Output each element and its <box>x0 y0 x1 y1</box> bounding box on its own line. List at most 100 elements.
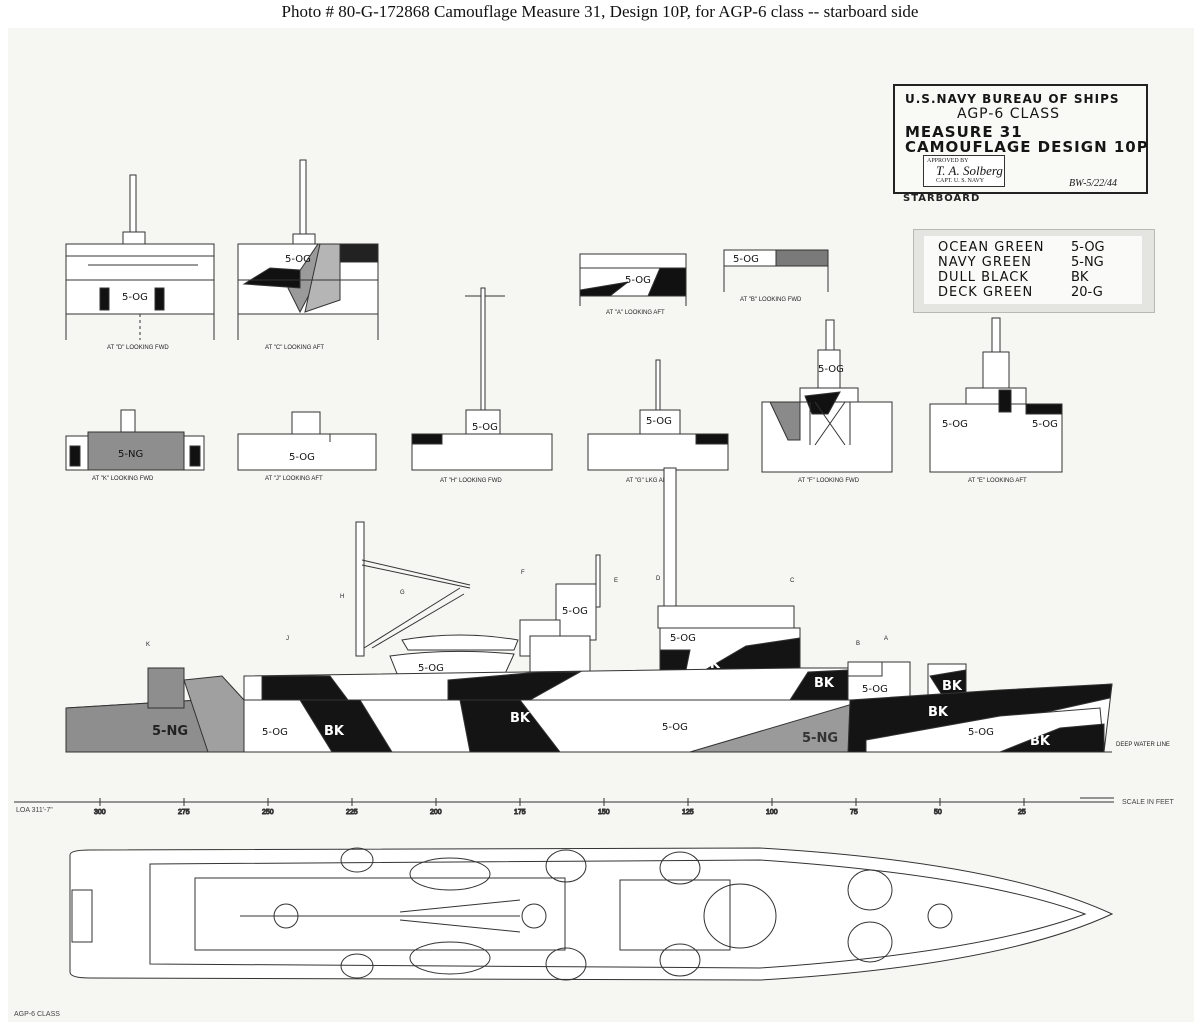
title-block: U.S.NAVY BUREAU OF SHIPS AGP-6 CLASS MEA… <box>893 84 1148 194</box>
section-f-code: 5-OG <box>818 364 844 375</box>
profile-code-ng-aft: 5-NG <box>152 724 188 739</box>
station-f: F <box>521 570 525 576</box>
section-c-label: AT "C" LOOKING AFT <box>265 345 324 351</box>
scale-tick-label: 275 <box>178 809 190 816</box>
section-d-code: 5-OG <box>122 292 148 303</box>
station-a: A <box>884 636 888 642</box>
color-legend: OCEAN GREEN 5-OG NAVY GREEN 5-NG DULL BL… <box>913 229 1155 313</box>
scale-tick-label: 300 <box>94 809 106 816</box>
station-b: B <box>856 641 860 647</box>
scale-tick-label: 150 <box>598 809 610 816</box>
legend-code-0: 5-OG <box>1071 240 1105 255</box>
section-c-drawing <box>237 159 379 340</box>
section-c-code: 5-OG <box>285 254 311 265</box>
scale-tick-label: 225 <box>346 809 358 816</box>
scale-loa: LOA 311'-7" <box>16 807 53 814</box>
scale-tick-label: 100 <box>766 809 778 816</box>
station-g: G <box>400 590 405 596</box>
section-a-code: 5-OG <box>625 275 651 286</box>
section-g-label: AT "G" LKG AFT <box>626 478 670 484</box>
legend-name-2: DULL BLACK <box>938 270 1029 285</box>
profile-code-bk-4: BK <box>928 705 949 720</box>
section-h-code: 5-OG <box>472 422 498 433</box>
section-h-label: AT "H" LOOKING FWD <box>440 478 502 484</box>
section-j-label: AT "J" LOOKING AFT <box>265 476 323 482</box>
title-block-line-2: AGP-6 CLASS <box>957 106 1060 122</box>
profile-code-og-1: 5-OG <box>262 727 288 738</box>
scale-tick-label: 75 <box>850 809 858 816</box>
scale-tick-label: 25 <box>1018 809 1026 816</box>
section-f-drawing <box>761 319 893 473</box>
scale-bar <box>14 797 1114 803</box>
profile-code-ng-fwd: 5-NG <box>802 731 838 746</box>
profile-code-bk-bridge: BK <box>700 657 721 672</box>
section-f-label: AT "F" LOOKING FWD <box>798 478 860 484</box>
profile-code-og-boat: 5-OG <box>418 663 444 674</box>
section-b-label: AT "B" LOOKING FWD <box>740 297 802 303</box>
section-h-drawing <box>411 287 553 471</box>
profile-code-bk-3: BK <box>814 676 835 691</box>
legend-code-3: 20-G <box>1071 285 1103 300</box>
profile-code-og-bow: 5-OG <box>968 727 994 738</box>
station-h: H <box>340 594 344 600</box>
section-e-code-right: 5-OG <box>1032 419 1058 430</box>
title-block-line-3: MEASURE 31 <box>905 123 1023 141</box>
section-k-drawing <box>65 409 205 471</box>
profile-code-og-stack: 5-OG <box>562 606 588 617</box>
section-b-drawing <box>723 249 829 292</box>
section-k-code: 5-NG <box>118 449 143 460</box>
legend-code-1: 5-NG <box>1071 255 1104 270</box>
station-c: C <box>790 578 795 584</box>
title-block-date: BW-5/22/44 <box>1069 178 1117 189</box>
section-d-drawing <box>65 174 215 340</box>
station-j: J <box>286 636 289 642</box>
waterline-label: DEEP WATER LINE <box>1116 742 1170 748</box>
section-g-drawing <box>587 359 729 471</box>
title-block-line-4: CAMOUFLAGE DESIGN 10P <box>905 138 1149 156</box>
profile-code-og-gun: 5-OG <box>862 684 888 695</box>
scale-tick-label: 250 <box>262 809 274 816</box>
view-label: STARBOARD <box>903 193 981 204</box>
legend-code-2: BK <box>1071 270 1089 285</box>
stamp-rank: CAPT. U. S. NAVY <box>936 178 985 184</box>
sheet-tag: AGP-6 CLASS <box>14 1011 60 1018</box>
section-e-label: AT "E" LOOKING AFT <box>968 478 1027 484</box>
section-g-code: 5-OG <box>646 416 672 427</box>
profile-code-og-mid: 5-OG <box>662 722 688 733</box>
ship-profile <box>65 467 1113 753</box>
section-a-label: AT "A" LOOKING AFT <box>606 310 665 316</box>
scale-tick-label: 50 <box>934 809 942 816</box>
scale-tick-label: 125 <box>682 809 694 816</box>
section-b-code: 5-OG <box>733 254 759 265</box>
scale-tick-label: 200 <box>430 809 442 816</box>
legend-name-3: DECK GREEN <box>938 285 1034 300</box>
profile-code-bk-gun: BK <box>942 679 963 694</box>
section-j-code: 5-OG <box>289 452 315 463</box>
deck-plan <box>69 847 1114 981</box>
station-e: E <box>614 578 618 584</box>
profile-code-og-bridge: 5-OG <box>670 633 696 644</box>
profile-code-bk-1: BK <box>324 724 345 739</box>
station-d: D <box>656 576 661 582</box>
profile-code-bk-2: BK <box>510 711 531 726</box>
section-j-drawing <box>237 411 377 471</box>
scale-ticks: 300 275 250 225 200 175 150 125 100 75 50 25 <box>94 798 1026 817</box>
section-k-label: AT "K" LOOKING FWD <box>92 476 154 482</box>
stamp-heading: APPROVED BY <box>927 158 969 164</box>
scale-label: SCALE IN FEET <box>1122 799 1174 806</box>
stamp-signature: T. A. Solberg <box>936 163 1003 178</box>
legend-name-0: OCEAN GREEN <box>938 240 1045 255</box>
section-e-drawing <box>929 317 1063 473</box>
photo-caption: Photo # 80-G-172868 Camouflage Measure 3… <box>281 2 919 21</box>
section-a-drawing <box>579 253 687 306</box>
section-e-code-left: 5-OG <box>942 419 968 430</box>
scale-tick-label: 175 <box>514 809 526 816</box>
profile-code-bk-bow: BK <box>1030 734 1051 749</box>
station-k: K <box>146 642 150 648</box>
legend-name-1: NAVY GREEN <box>938 255 1033 270</box>
approval-stamp: APPROVED BY T. A. Solberg CAPT. U. S. NA… <box>923 155 1005 187</box>
title-block-line-1: U.S.NAVY BUREAU OF SHIPS <box>905 92 1120 106</box>
section-d-label: AT "D" LOOKING FWD <box>107 345 169 351</box>
